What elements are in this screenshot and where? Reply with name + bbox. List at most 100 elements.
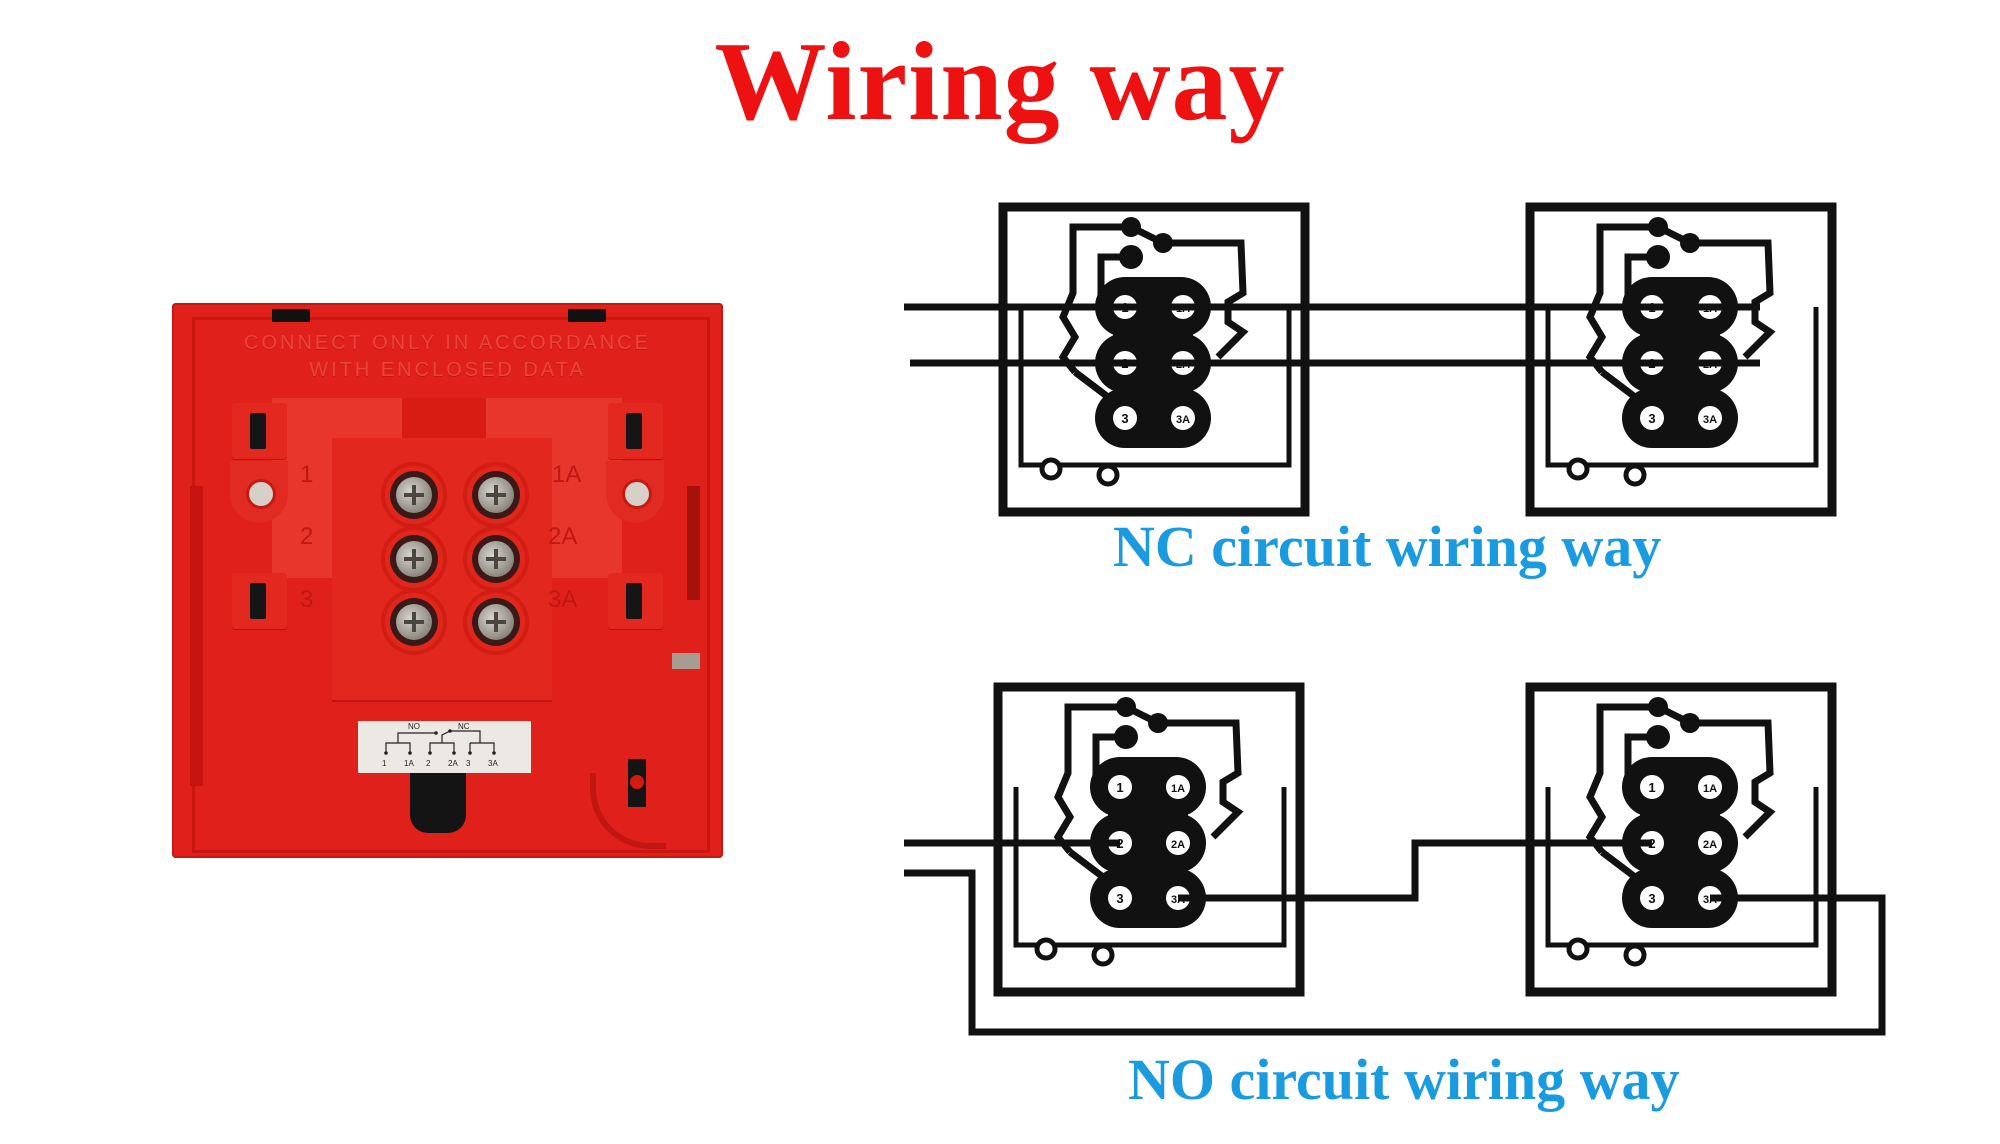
screw-hole-icon: [246, 479, 276, 509]
terminal-label: 3: [300, 586, 314, 613]
switch-contact-icon: [1119, 245, 1143, 269]
contact-ring-icon: [1566, 457, 1590, 481]
contact-ring-icon: [1034, 937, 1058, 961]
switch-wire: [1585, 703, 1776, 855]
indicator-chip: [672, 653, 700, 669]
switch-contact-icon: [1646, 725, 1670, 749]
contact-ring-icon: [1096, 463, 1120, 487]
terminal-number: 3: [1648, 891, 1655, 906]
clip-tab-top-left: [232, 403, 287, 459]
inner-bracket: [1018, 307, 1292, 468]
terminal-number: 3A: [1176, 414, 1190, 426]
switch-contact-icon: [1680, 233, 1700, 253]
terminal-screw-2a[interactable]: [467, 530, 525, 588]
terminal-screw-1[interactable]: [385, 466, 443, 524]
terminal-link: [1599, 849, 1638, 880]
inner-bracket: [1545, 307, 1819, 468]
switch-pivot-icon: [1648, 217, 1668, 237]
terminal-circle: [1171, 406, 1195, 430]
call-point-back-panel: CONNECT ONLY IN ACCORDANCE WITH ENCLOSED…: [172, 303, 723, 858]
sticker-nc-label: NC: [458, 722, 470, 731]
contact-schematic-sticker: NO NC 1 1A 2 2A 3 3A: [358, 721, 531, 773]
terminal-circle: [1113, 406, 1137, 430]
terminal-label: 2A: [548, 523, 578, 550]
terminal-label: 1: [300, 461, 314, 488]
switch-wire: [1058, 223, 1249, 375]
switch-contact-icon: [1114, 725, 1138, 749]
terminal-label: 1A: [552, 461, 582, 488]
inner-bracket: [1013, 787, 1287, 948]
switch-contact-icon: [1153, 233, 1173, 253]
terminal-link: [1067, 849, 1106, 880]
terminal-number: 2A: [1171, 839, 1185, 851]
terminal-number: 1A: [1171, 783, 1185, 795]
terminal-screw-3a[interactable]: [467, 593, 525, 651]
terminal-number: 1: [1648, 780, 1655, 795]
terminal-circle: [1166, 831, 1190, 855]
left-rail: [190, 486, 203, 786]
terminal-number: 3: [1121, 411, 1128, 426]
switch-pivot-icon: [1121, 217, 1141, 237]
terminal-screw-2[interactable]: [385, 530, 443, 588]
sticker-pin: 2A: [448, 759, 458, 768]
terminal-circle: [1108, 775, 1132, 799]
cable-grommet: [410, 773, 466, 833]
right-rail: [687, 486, 700, 600]
switch-pivot-icon: [1648, 697, 1668, 717]
no-caption: NO circuit wiring way: [1128, 1047, 1680, 1112]
terminal-circle: [1698, 831, 1722, 855]
switch-wire: [1053, 703, 1244, 855]
terminal-screw-3[interactable]: [385, 593, 443, 651]
terminal-link: [1599, 369, 1638, 400]
terminal-circle: [1698, 406, 1722, 430]
mount-eye-right: [606, 461, 664, 523]
switch-pivot-icon: [1116, 697, 1136, 717]
terminal-number: 1: [1116, 780, 1123, 795]
terminal-label: 2: [300, 523, 314, 550]
contact-schematic: NO NC 1 1A 2 2A 3 3A: [382, 722, 498, 768]
inner-bracket: [1545, 787, 1819, 948]
contact-ring-icon: [1623, 463, 1647, 487]
top-notch-right: [568, 309, 606, 322]
terminal-circle: [1640, 406, 1664, 430]
terminal-screw-1a[interactable]: [467, 466, 525, 524]
terminal-link: [1072, 369, 1111, 400]
contact-ring-icon: [1091, 943, 1115, 967]
terminal-number: 3: [1116, 891, 1123, 906]
embossed-text-line1: CONNECT ONLY IN ACCORDANCE: [244, 332, 651, 354]
terminal-circle: [1108, 886, 1132, 910]
sticker-pin: 3A: [488, 759, 498, 768]
screw-hole-icon: [622, 479, 652, 509]
contact-ring-icon: [1623, 943, 1647, 967]
clip-tab-bottom-left: [232, 573, 287, 629]
nc-caption: NC circuit wiring way: [1113, 514, 1662, 579]
no-link-wire: [1178, 839, 1652, 902]
switch-contact-icon: [1680, 713, 1700, 733]
terminal-circle: [1698, 775, 1722, 799]
sticker-pin: 1A: [404, 759, 414, 768]
terminal-number: 3: [1648, 411, 1655, 426]
terminal-label: 3A: [548, 586, 578, 613]
switch-wire: [1585, 223, 1776, 375]
embossed-text-line2: WITH ENCLOSED DATA: [309, 359, 586, 381]
page-title: Wiring way: [714, 20, 1286, 144]
contact-ring-icon: [1566, 937, 1590, 961]
terminal-circle: [1640, 775, 1664, 799]
terminal-circle: [1166, 775, 1190, 799]
terminal-number: 1A: [1703, 783, 1717, 795]
terminal-number: 2A: [1703, 839, 1717, 851]
sticker-no-label: NO: [408, 722, 420, 731]
top-notch-left: [272, 309, 310, 322]
sticker-pin: 3: [466, 759, 471, 768]
terminal-number: 3A: [1703, 414, 1717, 426]
switch-contact-icon: [1646, 245, 1670, 269]
clip-tab-top-right: [608, 403, 663, 459]
clip-tab-bottom-right: [608, 573, 663, 629]
no-return-wire: [904, 869, 1886, 1036]
contact-ring-icon: [1039, 457, 1063, 481]
sticker-pin: 1: [382, 759, 387, 768]
switch-contact-icon: [1148, 713, 1168, 733]
